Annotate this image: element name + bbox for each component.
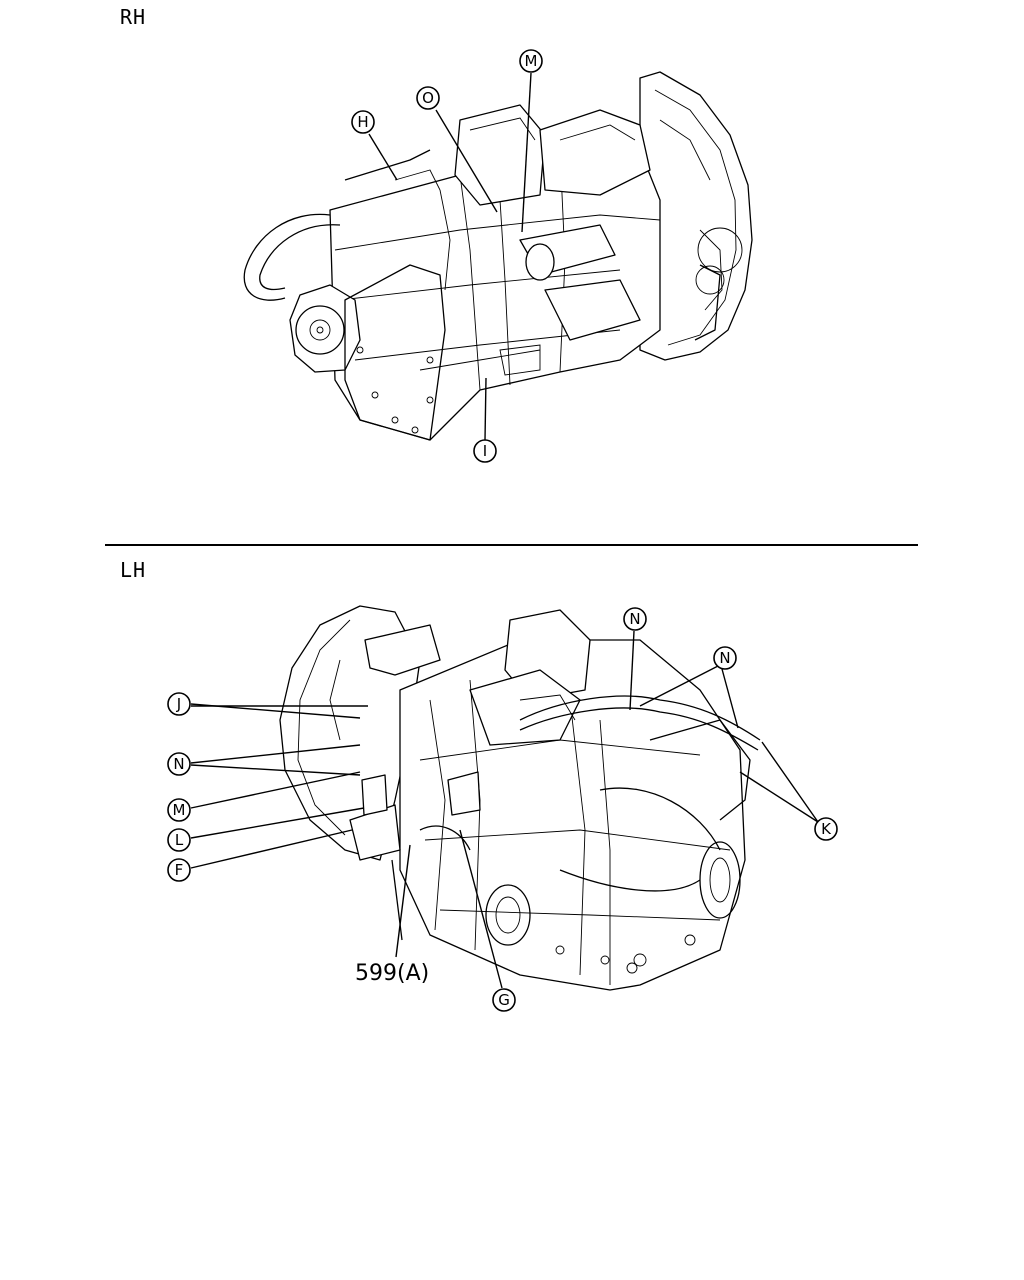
callout-J-lh: J <box>167 692 191 716</box>
svg-text:N: N <box>629 610 640 628</box>
callout-N-lh-right: N <box>713 646 737 670</box>
svg-text:N: N <box>173 755 184 773</box>
callout-K-lh: K <box>814 817 838 841</box>
lh-view-label: LH <box>120 558 147 582</box>
svg-text:I: I <box>483 442 487 460</box>
callout-O-rh: O <box>416 86 440 110</box>
svg-text:L: L <box>175 831 184 849</box>
svg-text:O: O <box>422 89 434 107</box>
callout-F-lh: F <box>167 858 191 882</box>
svg-text:H: H <box>357 113 368 131</box>
lh-callouts: N N J N M L F <box>167 607 838 1012</box>
view-divider <box>105 544 918 546</box>
svg-text:N: N <box>719 649 730 667</box>
callout-G-lh: G <box>492 988 516 1012</box>
rh-view-label: RH <box>120 5 147 29</box>
callout-L-lh: L <box>167 828 191 852</box>
svg-text:M: M <box>173 801 186 819</box>
rh-transmission-drawing <box>243 71 753 441</box>
svg-text:F: F <box>175 861 184 879</box>
rh-callouts: M O H I <box>351 49 543 463</box>
svg-text:G: G <box>498 991 510 1009</box>
callout-M-lh: M <box>167 798 191 822</box>
callout-I-rh: I <box>473 439 497 463</box>
svg-text:J: J <box>176 695 181 713</box>
svg-text:K: K <box>821 820 832 838</box>
lh-transmission-drawing <box>279 605 761 991</box>
callout-H-rh: H <box>351 110 375 134</box>
part-number-599A: 599(A) <box>355 961 429 986</box>
callout-N-lh-left: N <box>167 752 191 776</box>
svg-text:M: M <box>525 52 538 70</box>
callout-M-rh: M <box>519 49 543 73</box>
callout-N-lh-top: N <box>623 607 647 631</box>
